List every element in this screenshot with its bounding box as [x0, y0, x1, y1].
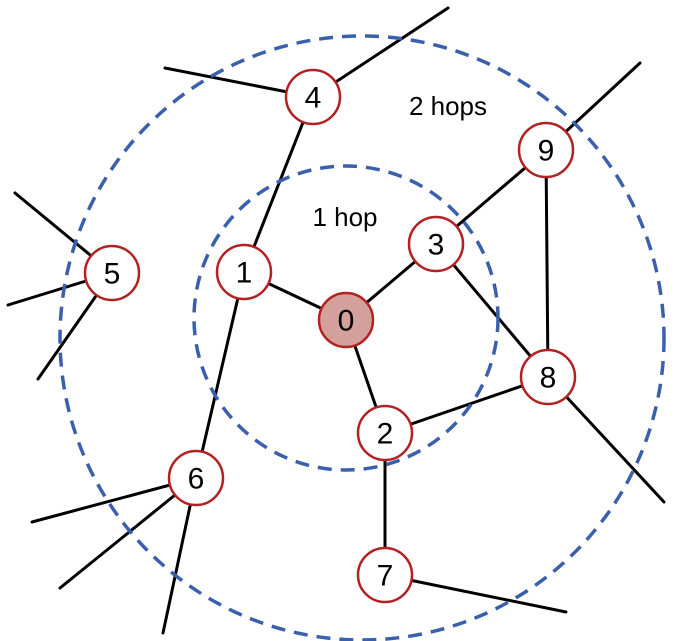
dangling-edge [30, 476, 198, 524]
node-5-label: 5 [104, 258, 121, 291]
node-9: 9 [517, 121, 575, 179]
node-9-circle [517, 121, 575, 179]
nodes: 0 1 2 3 4 5 6 7 [83, 68, 577, 604]
dangling-edge [546, 375, 666, 504]
node-6-label: 6 [188, 463, 205, 496]
node-8: 8 [519, 348, 577, 406]
ring-1-hop [192, 164, 500, 472]
node-3: 3 [407, 215, 465, 273]
node-7: 7 [356, 546, 414, 604]
edge-3-8 [434, 242, 550, 379]
node-6-circle [167, 449, 225, 507]
edge-1-4 [242, 95, 315, 274]
node-7-label: 7 [377, 560, 394, 593]
node-4-circle [284, 68, 342, 126]
node-4: 4 [284, 68, 342, 126]
node-3-circle [407, 215, 465, 273]
node-3-label: 3 [428, 229, 445, 262]
node-8-label: 8 [540, 362, 557, 395]
node-0-circle [317, 291, 375, 349]
node-4-label: 4 [305, 82, 322, 115]
node-0-label: 0 [338, 305, 355, 338]
node-2: 2 [356, 404, 414, 462]
node-6: 6 [167, 449, 225, 507]
ring-2-hops [58, 34, 666, 641]
node-1-label: 1 [236, 257, 253, 290]
node-2-label: 2 [377, 418, 394, 451]
node-2-circle [356, 404, 414, 462]
edge-8-9 [544, 148, 550, 379]
ring-label-1-hop: 1 hop [312, 202, 377, 232]
hop-rings [58, 34, 666, 641]
edge-1-6 [194, 270, 246, 480]
ring-label-2-hops: 2 hops [409, 91, 487, 121]
dangling-edge [58, 476, 198, 590]
node-1-circle [215, 243, 273, 301]
node-7-circle [356, 546, 414, 604]
node-5: 5 [83, 244, 141, 302]
node-5-circle [83, 244, 141, 302]
node-1: 1 [215, 243, 273, 301]
edge-2-8 [383, 375, 550, 435]
node-0: 0 [317, 291, 375, 349]
node-9-label: 9 [538, 135, 555, 168]
node-8-circle [519, 348, 577, 406]
dangling-edge [383, 573, 568, 614]
